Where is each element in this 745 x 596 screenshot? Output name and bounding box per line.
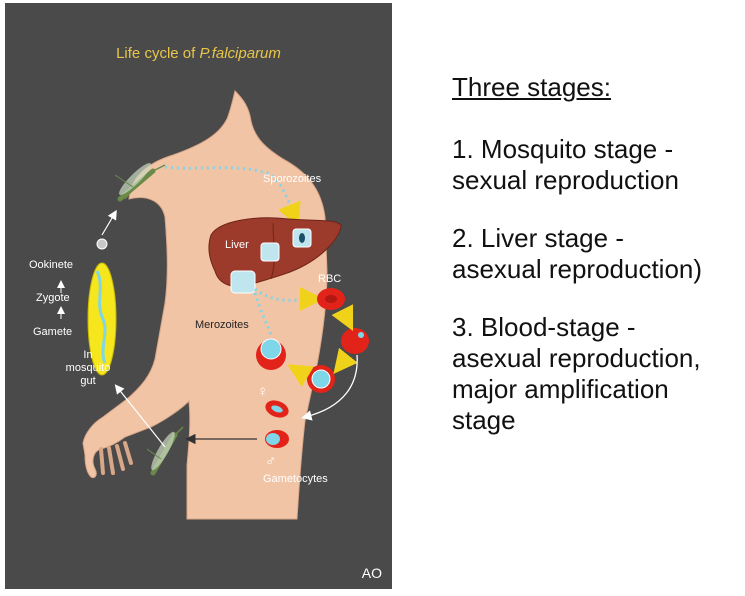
mosquito-upper (114, 163, 166, 202)
label-rbc: RBC (318, 273, 342, 285)
rbc-cycle (256, 288, 369, 393)
notes-heading: Three stages: (452, 72, 611, 102)
human-body (82, 90, 328, 520)
stages-notes: Three stages: 1. Mosquito stage - sexual… (452, 72, 742, 463)
stage-2: 2. Liver stage - asexual reproduction) (452, 223, 703, 284)
sporozoite-trail (164, 165, 293, 210)
hand-fingers (99, 441, 133, 475)
liver-schizont (230, 270, 256, 294)
mosquito-lower (146, 426, 184, 476)
stage-3: 3. Blood-stage - asexual reproduction, m… (452, 312, 701, 435)
life-cycle-illustration (57, 90, 369, 520)
label-gamete: Gamete (33, 326, 73, 338)
figure-title: Life cycle of P.falciparum (116, 45, 281, 62)
label-gametocytes: Gametocytes (263, 473, 328, 485)
liver-cell-infected (260, 242, 280, 262)
oocyst (96, 238, 108, 250)
label-ookinete: Ookinete (29, 259, 74, 271)
male-symbol: ♂ (265, 453, 277, 470)
label-liver: Liver (225, 239, 249, 251)
stage-1: 1. Mosquito stage - sexual reproduction (452, 134, 679, 195)
label-in-mosquito-gut: In mosquito gut (65, 349, 111, 387)
female-symbol: ♀ (257, 383, 269, 400)
credit-label: AO (361, 565, 382, 581)
life-cycle-figure: Life cycle of P.falciparum Sporozoites L… (5, 3, 392, 589)
label-sporozoites: Sporozoites (263, 173, 322, 185)
sporozoite-arrow (278, 200, 301, 228)
label-zygote: Zygote (36, 292, 70, 304)
label-merozoites: Merozoites (195, 319, 249, 331)
